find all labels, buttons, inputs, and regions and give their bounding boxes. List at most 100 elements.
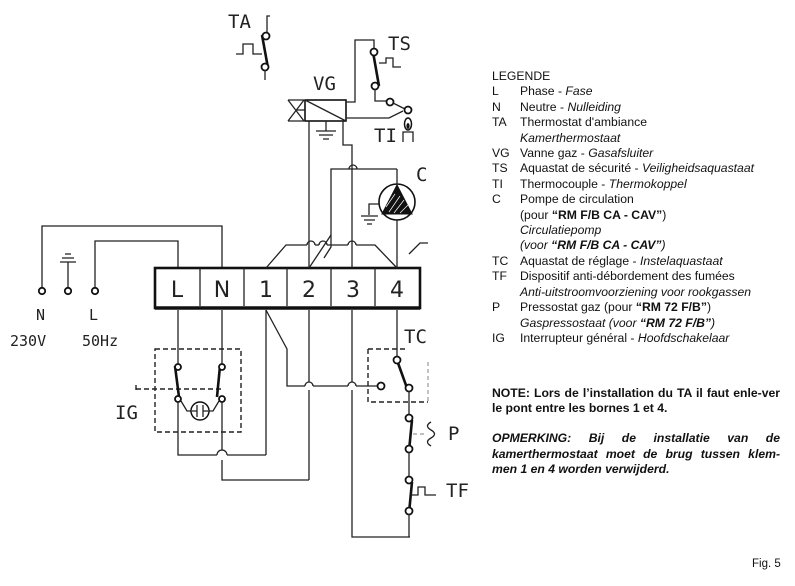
legend-code: C	[492, 192, 501, 207]
legend-model: “RM 72 F/B”	[639, 315, 712, 330]
legend-text: (pour	[520, 207, 552, 222]
installation-notes: NOTE: Lors de l’installation du TA il fa…	[492, 386, 780, 477]
legend-code: P	[492, 300, 501, 315]
legend-model: “RM 72 F/B”	[635, 300, 707, 315]
legend-nl: Gaspressostaat (voor	[520, 315, 640, 330]
legend-item-n: N Neutre - Nulleiding	[492, 100, 792, 115]
terminal-l: L	[171, 278, 184, 303]
legend-fr: Interrupteur général	[520, 330, 628, 345]
tf-label: TF	[446, 480, 469, 502]
wiring-diagram: N L 230V 50Hz L N 1 2 3 4 TA VG	[10, 11, 469, 538]
legend-nl: Fase	[565, 84, 593, 99]
terminal-3: 3	[346, 278, 360, 303]
legend-text: )	[711, 315, 716, 330]
tc-label: TC	[404, 326, 427, 348]
main-switch-ig: IG	[115, 348, 309, 481]
room-thermostat-ta: TA	[228, 11, 271, 80]
terminal-top-wiring	[265, 163, 428, 269]
legend-item-ig: IG Interrupteur général - Hoofdschakelaa…	[492, 331, 792, 346]
legend-sep: -	[631, 161, 642, 176]
legend-nl-model: Gaspressostaat (voor “RM 72 F/B”)	[492, 316, 792, 331]
legend-fr: Pressostat gaz (pour	[520, 300, 636, 315]
terminal-4: 4	[390, 278, 404, 303]
legend-code: TS	[492, 161, 508, 176]
legend-nl-model: (voor “RM F/B CA - CAV”)	[492, 238, 792, 253]
gas-valve-vg: VG	[287, 73, 353, 268]
legend-nl: Anti-uitstroomvoorziening voor rookgasse…	[520, 284, 751, 299]
thermocouple-ti: TI	[346, 110, 414, 147]
legend-nl: Kamerthermostaat	[520, 130, 621, 145]
supply-voltage: 230V	[10, 332, 46, 350]
legend-fr: Phase	[520, 84, 555, 99]
legend-fr: Thermostat d'ambiance	[520, 115, 647, 130]
legend-code: TI	[492, 176, 503, 191]
ts-label: TS	[388, 33, 411, 55]
legend-code: N	[492, 99, 501, 114]
legend-sep: -	[597, 176, 609, 191]
legend-nl: Nulleiding	[567, 99, 621, 114]
legend: LEGENDE L Phase - Fase N Neutre - Nullei…	[492, 69, 792, 346]
legend-nl: Instelaquastaat	[639, 253, 723, 268]
legend-item-l: L Phase - Fase	[492, 84, 792, 99]
legend-nl: Gasafsluiter	[588, 146, 654, 161]
legend-item-vg: VG Vanne gaz - Gasafsluiter	[492, 146, 792, 161]
flue-safety-tf: TF	[404, 452, 469, 537]
supply-l-terminal	[90, 286, 100, 296]
legend-item-ti: TI Thermocouple - Thermokoppel	[492, 177, 792, 192]
legend-code: TC	[492, 253, 509, 268]
supply-l-label: L	[89, 306, 98, 324]
legend-item-tf: TF Dispositif anti-débordement des fumée…	[492, 269, 792, 284]
terminal-n: N	[214, 278, 230, 303]
legend-model: “RM F/B CA - CAV”	[551, 238, 662, 253]
legend-fr: Dispositif anti-débordement des fumées	[520, 269, 735, 284]
terminal-1: 1	[259, 278, 273, 303]
indicator-lamp-icon	[190, 401, 210, 421]
vg-label: VG	[313, 73, 336, 95]
legend-sep: -	[554, 84, 566, 99]
legend-sep: -	[629, 253, 640, 268]
circulation-pump-c: C	[323, 164, 427, 268]
legend-nl: Hoofdschakelaar	[637, 330, 730, 345]
legend-code: TF	[492, 269, 507, 284]
supply-earth-terminal	[63, 286, 73, 296]
legend-code: TA	[492, 115, 507, 130]
legend-nl: Thermokoppel	[608, 176, 687, 191]
terminal-block: L N 1 2 3 4	[153, 266, 422, 310]
legend-title: LEGENDE	[492, 69, 551, 83]
ta-label: TA	[228, 11, 251, 33]
control-aquastat-tc: TC	[367, 326, 429, 403]
gas-pressostat-p: P	[404, 391, 459, 454]
legend-item-tc: TC Aquastat de réglage - Instelaquastaat	[492, 254, 792, 269]
legend-fr-model: (pour “RM F/B CA - CAV”)	[492, 208, 792, 223]
terminal-bottom-wiring	[177, 309, 410, 538]
legend-fr: Thermocouple	[520, 176, 598, 191]
legend-text: )	[706, 300, 712, 315]
note-dutch: OPMERKING: Bij de installatie van de kam…	[492, 431, 780, 476]
legend-nl: Veiligheidsaquastaat	[641, 161, 754, 176]
legend-fr: Aquastat de réglage	[520, 253, 630, 268]
legend-code: VG	[492, 146, 510, 161]
legend-text: )	[662, 207, 667, 222]
c-label: C	[416, 164, 427, 186]
supply-terminals: N L 230V 50Hz	[10, 225, 223, 350]
legend-sep: -	[627, 330, 638, 345]
legend-fr: Aquastat de sécurité	[520, 161, 632, 176]
legend-sep: -	[577, 146, 589, 161]
legend-item-c: C Pompe de circulation	[492, 192, 792, 207]
ti-label: TI	[374, 125, 397, 147]
legend-item-ta: TA Thermostat d'ambiance	[492, 115, 792, 130]
supply-n-terminal	[37, 286, 47, 296]
legend-fr: Vanne gaz	[520, 146, 578, 161]
terminal-2: 2	[302, 278, 316, 303]
note-french: NOTE: Lors de l’installation du TA il fa…	[492, 386, 780, 416]
legend-sep: -	[556, 99, 568, 114]
figure-label: Fig. 5	[752, 558, 781, 570]
legend-model: “RM F/B CA - CAV”	[551, 207, 663, 222]
legend-nl: Circulatiepomp	[520, 223, 602, 238]
safety-aquastat-ts: TS	[346, 33, 413, 115]
legend-item-ts: TS Aquastat de sécurité - Veiligheidsaqu…	[492, 161, 792, 176]
supply-frequency: 50Hz	[82, 332, 118, 350]
legend-text: (voor	[520, 238, 552, 253]
legend-text: )	[661, 238, 666, 253]
ig-label: IG	[115, 402, 138, 424]
